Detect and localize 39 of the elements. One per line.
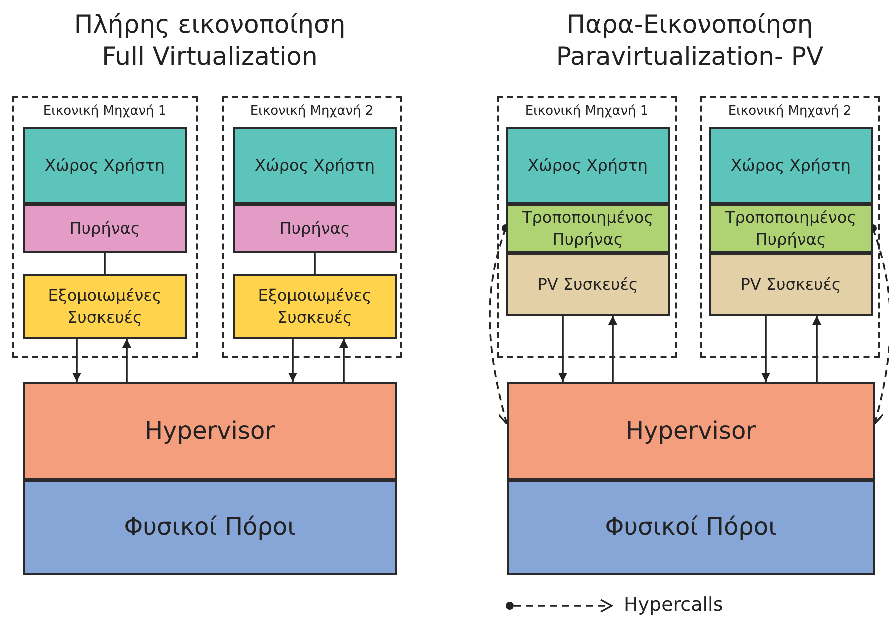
virtual-machine-container — [12, 96, 198, 358]
hypervisor-box: Hypervisor — [507, 382, 875, 480]
physical-resources-box: Φυσικοί Πόροι — [23, 480, 397, 575]
virtual-machine-container — [222, 96, 402, 358]
user-space-box: Χώρος Χρήστη — [23, 127, 187, 204]
container-title: Εικονική Μηχανή 1 — [524, 104, 650, 119]
pv-devices-box: PV Συσκευές — [506, 253, 670, 316]
user-space-box: Χώρος Χρήστη — [506, 127, 670, 204]
heading: Full Virtualization — [101, 42, 319, 71]
virtual-machine-container — [700, 96, 880, 358]
container-title: Εικονική Μηχανή 1 — [42, 104, 168, 119]
emulated-devices-box: Εξομοιωμένες Συσκευές — [233, 274, 397, 339]
connector-line — [314, 253, 316, 274]
kernel-box: Πυρήνας — [23, 204, 187, 253]
arrow — [72, 339, 82, 382]
container-title: Εικονική Μηχανή 2 — [727, 104, 853, 119]
arrow — [340, 339, 348, 382]
arrow — [288, 339, 298, 382]
heading: Πλήρης εικονοποίηση — [73, 10, 347, 39]
modified-kernel-box: Τροποποιημένος Πυρήνας — [506, 204, 670, 253]
modified-kernel-box: Τροποποιημένος Πυρήνας — [709, 204, 873, 253]
heading: Paravirtualization- PV — [555, 42, 825, 71]
physical-resources-box: Φυσικοί Πόροι — [507, 480, 875, 575]
emulated-devices-box: Εξομοιωμένες Συσκευές — [23, 274, 187, 339]
heading: Παρα-Εικονοποίηση — [566, 10, 814, 39]
legend-text: Hypercalls — [624, 594, 724, 616]
hypervisor-box: Hypervisor — [23, 382, 397, 480]
arrow — [558, 316, 568, 382]
connector-line — [104, 253, 106, 274]
user-space-box: Χώρος Χρήστη — [709, 127, 873, 204]
kernel-box: Πυρήνας — [233, 204, 397, 253]
container-title: Εικονική Μηχανή 2 — [249, 104, 375, 119]
virtual-machine-container — [497, 96, 677, 358]
arrow — [122, 339, 132, 382]
user-space-box: Χώρος Χρήστη — [233, 127, 397, 204]
arrow — [812, 316, 822, 382]
arrow — [762, 316, 770, 382]
pv-devices-box: PV Συσκευές — [709, 253, 873, 316]
arrow — [608, 316, 618, 382]
